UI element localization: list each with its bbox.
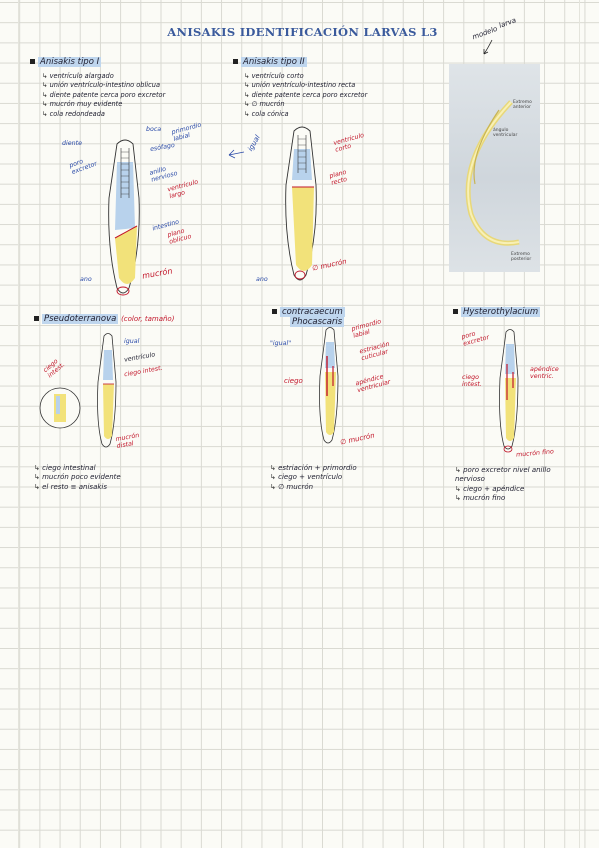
list-item: unión ventrículo-intestino oblicua <box>42 81 165 90</box>
list-item: el resto ≡ anisakis <box>34 483 121 492</box>
list-item: unión ventrículo-intestino recta <box>244 81 367 90</box>
list-item: ciego + ventrículo <box>270 473 357 482</box>
bullet-square-icon <box>34 316 39 321</box>
list-item: ciego + apéndice <box>455 485 565 494</box>
bullet-square-icon <box>453 309 458 314</box>
list-item: ∅ mucrón <box>270 483 357 492</box>
list-item: mucrón poco evidente <box>34 473 121 482</box>
larva-type1-drawing <box>108 139 140 296</box>
section3-bullets: ciego intestinal mucrón poco evidente el… <box>34 464 121 492</box>
list-item: diente patente cerca poro excretor <box>244 91 368 100</box>
list-item: diente patente cerca poro excretor <box>42 91 166 100</box>
section4-bullets: estriación + primordio ciego + ventrícul… <box>270 464 357 492</box>
label-boca: boca <box>146 126 162 133</box>
section5-heading: Hysterothylacium <box>453 307 541 317</box>
zoom-circle-icon <box>39 387 81 429</box>
larva-pseudoterranova-drawing <box>97 333 117 448</box>
bullet-square-icon <box>272 309 277 314</box>
label-igual-3: igual <box>124 338 140 345</box>
label-ano-2: ano <box>256 276 268 283</box>
note-arrow-icon <box>483 39 493 55</box>
list-item: cola cónica <box>244 110 367 119</box>
margin-line-left <box>18 0 19 848</box>
margin-line-right <box>579 0 580 848</box>
section1-heading: Anisakis tipo I <box>30 57 102 67</box>
section2-heading: Anisakis tipo II <box>233 57 307 67</box>
label-apendice-5: apéndice ventric. <box>530 366 559 380</box>
list-item: cola redondeada <box>42 110 165 119</box>
photo-label-posterior: Extremo posterior <box>511 252 532 262</box>
section5-bullets: poro excretor nivel anillo nervioso cieg… <box>455 466 565 504</box>
photo-label-anterior: Extremo anterior <box>513 100 532 110</box>
list-item: ciego intestinal <box>34 464 121 473</box>
list-item: ∅ mucrón <box>244 100 367 109</box>
section2-bullets: ventrículo corto unión ventrículo-intest… <box>244 72 368 119</box>
label-igual-4: "igual" <box>270 340 292 347</box>
list-item: mucrón fino <box>455 494 565 503</box>
bullet-square-icon <box>30 59 35 64</box>
bullet-square-icon <box>233 59 238 64</box>
list-item: ventrículo alargado <box>42 72 165 81</box>
larva-type2-drawing <box>285 126 317 281</box>
label-diente: diente <box>62 140 82 147</box>
page-title: ANISAKIS IDENTIFICACIÓN LARVAS L3 <box>167 25 438 39</box>
section1-bullets: ventrículo alargado unión ventrículo-int… <box>42 72 166 119</box>
larva-hysterothylacium-drawing <box>499 329 519 453</box>
arrow-icon <box>228 149 245 159</box>
list-item: poro excretor nivel anillo nervioso <box>455 466 565 485</box>
larva-contracaecum-drawing <box>319 327 339 444</box>
section4-heading: contracaecum Phocascaris <box>272 307 345 327</box>
list-item: estriación + primordio <box>270 464 357 473</box>
label-ano: ano <box>80 276 92 283</box>
list-item: ventrículo corto <box>244 72 367 81</box>
larva-photo: Extremo anterior ángulo ventricular Extr… <box>449 64 540 272</box>
label-ciego-5: ciego intest. <box>462 374 482 388</box>
section3-heading: Pseudoterranova (color, tamaño) <box>34 314 174 324</box>
photo-label-ventricular: ángulo ventricular <box>493 128 518 138</box>
list-item: mucrón muy evidente <box>42 100 165 109</box>
label-ciego-4: ciego <box>284 377 303 385</box>
